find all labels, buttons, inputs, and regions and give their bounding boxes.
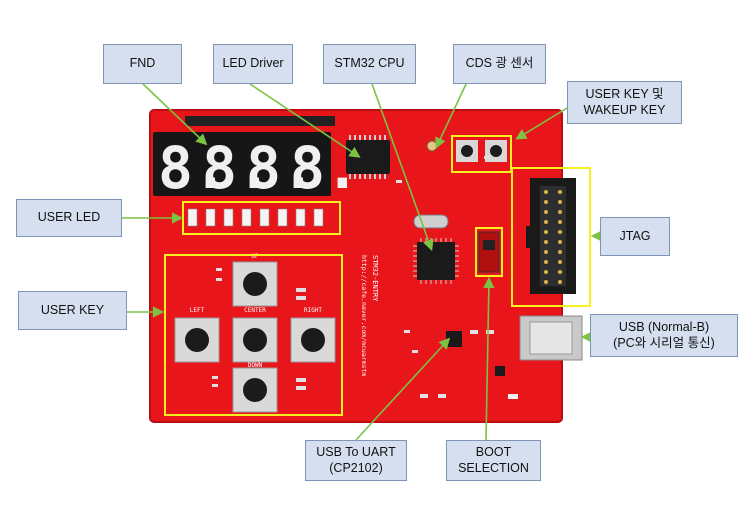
label-usb-line1: USB (Normal-B) xyxy=(618,319,710,334)
cp2102-chip xyxy=(446,331,462,347)
stm32-cpu-chip xyxy=(413,238,459,284)
label-stm32-cpu: STM32 CPU xyxy=(323,44,416,84)
arrow-fnd xyxy=(142,83,208,146)
label-led-driver-text: LED Driver xyxy=(222,56,284,71)
label-user-key-text: USER KEY xyxy=(40,302,105,317)
led-driver-chip xyxy=(346,135,390,179)
label-boot-line2: SELECTION xyxy=(458,460,529,475)
wakeup-buttons xyxy=(456,140,507,162)
highlight-boot xyxy=(475,227,503,277)
label-cds-sensor-text: CDS 광 센서 xyxy=(465,56,534,71)
label-user-key-wakeup-line1: USER KEY 및 xyxy=(585,86,664,101)
label-usb-uart-line1: USB To UART xyxy=(316,444,396,459)
boot-switch xyxy=(478,231,500,273)
label-led-driver: LED Driver xyxy=(213,44,293,84)
silk-left: LEFT xyxy=(190,307,205,314)
label-jtag-text: JTAG xyxy=(619,228,651,243)
label-usb-uart: USB To UART (CP2102) xyxy=(305,440,407,481)
highlight-wakeup-key xyxy=(451,135,512,173)
arrow-wakeup-key xyxy=(515,107,568,140)
label-user-key-wakeup-line2: WAKEUP KEY xyxy=(583,102,666,117)
label-user-key: USER KEY xyxy=(18,291,127,330)
silk-down: DOWN xyxy=(248,362,263,369)
user-key-center xyxy=(232,317,278,363)
label-cds-sensor: CDS 광 센서 xyxy=(453,44,546,84)
arrow-led-driver xyxy=(249,83,361,158)
jtag-connector xyxy=(526,178,576,294)
cds-sensor-part xyxy=(426,140,438,152)
label-usb: USB (Normal-B) (PC와 시리얼 통신) xyxy=(590,314,738,357)
label-user-key-wakeup: USER KEY 및 WAKEUP KEY xyxy=(567,81,682,124)
silk-right: RIGHT xyxy=(304,307,322,314)
user-key-up xyxy=(232,261,278,307)
label-usb-line2: (PC와 시리얼 통신) xyxy=(613,335,715,350)
user-key-left xyxy=(174,317,220,363)
label-user-led-text: USER LED xyxy=(37,210,101,225)
silk-center: CENTER xyxy=(244,307,266,314)
fnd-digit-2: 8. xyxy=(202,134,272,202)
label-boot-line1: BOOT xyxy=(475,444,512,459)
fnd-digit-3: 8. xyxy=(246,134,316,202)
user-led-row xyxy=(187,208,324,227)
smd-components xyxy=(212,156,518,399)
usb-connector xyxy=(519,315,583,361)
arrow-boot xyxy=(483,276,495,441)
highlight-jtag xyxy=(511,167,591,307)
silk-up: UP xyxy=(251,253,259,260)
top-header-pins xyxy=(185,116,335,126)
label-usb-uart-line2: (CP2102) xyxy=(329,460,383,475)
user-key-right xyxy=(290,317,336,363)
arrow-stm32-cpu xyxy=(371,83,434,252)
silk-board-title: STM32-ENTRY xyxy=(371,255,379,302)
fnd-display: 8. 8. 8. 8. xyxy=(153,132,360,202)
arrow-usb-uart xyxy=(355,337,451,441)
user-key-down xyxy=(232,367,278,413)
label-user-led: USER LED xyxy=(16,199,122,237)
silk-cafe-url: http://cafe.naver.com/mcuarmstm xyxy=(360,255,368,376)
highlight-user-key xyxy=(164,254,343,416)
arrow-cds-sensor xyxy=(435,83,467,149)
label-fnd-text: FND xyxy=(129,56,156,71)
label-fnd: FND xyxy=(103,44,182,84)
fnd-digit-1: 8. xyxy=(158,134,228,202)
label-stm32-cpu-text: STM32 CPU xyxy=(334,56,405,71)
label-boot-selection: BOOT SELECTION xyxy=(446,440,541,481)
label-jtag: JTAG xyxy=(600,217,670,256)
